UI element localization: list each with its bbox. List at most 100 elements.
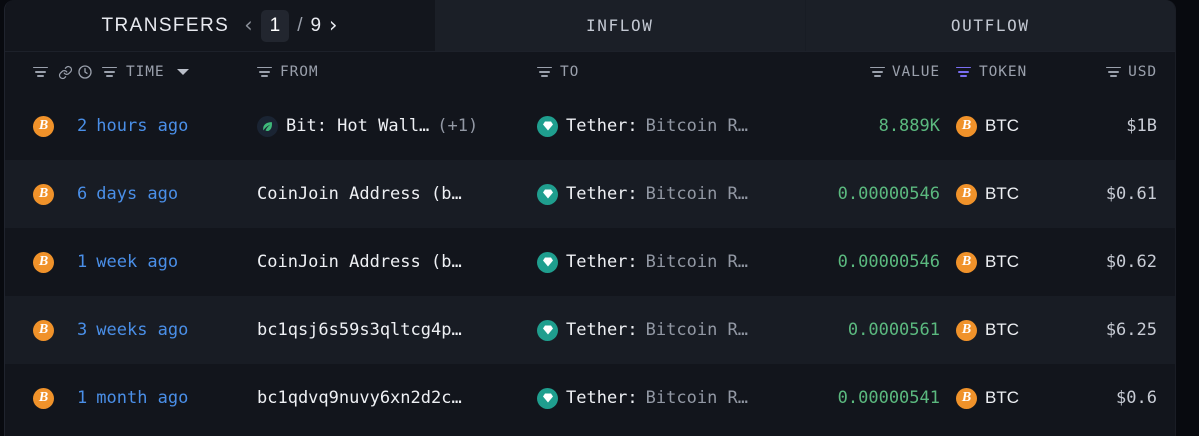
row-token-symbol: BTC (985, 252, 1019, 271)
row-token[interactable]: B BTC (940, 251, 1052, 273)
chain-filter-icon[interactable] (33, 66, 48, 79)
column-header-time[interactable]: TIME (77, 64, 257, 80)
pagination: ‹ 1 / 9 › (243, 9, 338, 42)
row-usd: $0.6 (1052, 388, 1157, 408)
time-sort-chevron-down-icon[interactable] (176, 69, 189, 75)
row-to[interactable]: Tether:Bitcoin R… (537, 319, 790, 341)
pagination-separator: / (297, 14, 303, 36)
pagination-current-page-input[interactable]: 1 (260, 9, 290, 42)
row-from-label: bc1qdvq9nuvy6xn2d2c… (257, 388, 462, 408)
row-from[interactable]: bc1qsj6s59s3qltcg4p… (257, 320, 537, 340)
row-chain[interactable]: B (33, 251, 77, 273)
bitcoin-icon: B (33, 319, 54, 341)
tab-transfers-label: TRANSFERS (101, 14, 230, 36)
row-chain[interactable]: B (33, 183, 77, 205)
row-to-label: Bitcoin R… (645, 252, 749, 272)
value-filter-icon[interactable] (869, 66, 885, 79)
column-header-usd-label: USD (1128, 64, 1157, 80)
bitcoin-icon: B (33, 251, 54, 273)
column-header-token[interactable]: TOKEN (940, 64, 1052, 80)
column-header-from[interactable]: FROM (257, 64, 537, 80)
from-filter-icon[interactable] (257, 66, 272, 79)
column-header-time-label: TIME (126, 64, 165, 80)
row-value-amount: 0.0000561 (847, 320, 940, 340)
tab-outflow-label: OUTFLOW (950, 16, 1030, 35)
row-from-label: Bit: Hot Wall… (286, 116, 430, 136)
tab-outflow[interactable]: OUTFLOW (804, 0, 1175, 51)
row-to[interactable]: Tether:Bitcoin R… (537, 115, 790, 137)
column-header-to[interactable]: TO (537, 64, 790, 80)
row-time-number: 2 (77, 116, 88, 136)
column-header-value-label: VALUE (891, 64, 940, 80)
row-time-unit: week ago (96, 252, 179, 272)
pagination-prev-chevron-left-icon[interactable]: ‹ (244, 13, 253, 37)
row-to-label: Bitcoin R… (645, 388, 749, 408)
pagination-next-chevron-right-icon[interactable]: › (329, 13, 338, 37)
column-header-value[interactable]: VALUE (790, 64, 940, 80)
row-from-label: CoinJoin Address (b… (257, 184, 462, 204)
tab-bar: TRANSFERS ‹ 1 / 9 › INFLOW OUTFLOW (5, 0, 1175, 52)
row-to[interactable]: Tether:Bitcoin R… (537, 251, 790, 273)
bitcoin-icon: B (33, 387, 54, 409)
row-time-unit: month ago (96, 388, 189, 408)
row-time-unit: weeks ago (96, 320, 189, 340)
row-from[interactable]: Bit: Hot Wall… (+1) (257, 115, 537, 137)
column-header-token-label: TOKEN (979, 64, 1028, 80)
pagination-total-pages: 9 (310, 14, 322, 36)
column-header-from-label: FROM (280, 64, 319, 80)
column-header-usd[interactable]: USD (1052, 64, 1157, 80)
row-from-label: CoinJoin Address (b… (257, 252, 462, 272)
to-filter-icon[interactable] (537, 66, 552, 79)
row-to-label: Bitcoin R… (645, 116, 749, 136)
bitcoin-icon: B (956, 251, 977, 273)
row-to-entity: Tether: (566, 388, 638, 408)
clock-icon (77, 64, 93, 80)
bitcoin-icon: B (956, 183, 977, 205)
row-to-entity: Tether: (566, 184, 638, 204)
row-time-number: 3 (77, 320, 88, 340)
column-header-row: TIME FROM TO VALUE TOKEN USD (5, 52, 1175, 92)
row-time-unit: days ago (96, 184, 179, 204)
row-value-amount: 0.00000546 (837, 184, 940, 204)
token-filter-icon[interactable] (956, 66, 971, 79)
row-value: 0.00000546 (790, 252, 940, 272)
row-usd: $1B (1052, 116, 1157, 136)
tab-inflow[interactable]: INFLOW (435, 0, 805, 51)
row-to[interactable]: Tether: Bitcoin R… (537, 387, 790, 409)
row-to[interactable]: Tether:Bitcoin R… (537, 183, 790, 205)
bitcoin-icon: B (956, 319, 977, 341)
row-chain[interactable]: B (33, 115, 77, 137)
table-row[interactable]: B 3 weeks ago bc1qsj6s59s3qltcg4p…Tether:Bi… (5, 296, 1175, 364)
time-filter-icon[interactable] (102, 66, 117, 79)
usd-filter-icon[interactable] (1106, 66, 1122, 79)
tab-transfers[interactable]: TRANSFERS ‹ 1 / 9 › (5, 0, 435, 51)
row-value: 0.00000546 (790, 184, 940, 204)
row-value-amount: 8.889K (878, 116, 940, 136)
row-value-amount: 0.00000546 (837, 252, 940, 272)
row-from[interactable]: CoinJoin Address (b… (257, 252, 537, 272)
row-usd: $0.61 (1052, 184, 1157, 204)
row-from[interactable]: bc1qdvq9nuvy6xn2d2c… (257, 388, 537, 408)
bitcoin-icon: B (956, 115, 977, 137)
row-time-unit: hours ago (96, 116, 189, 136)
link-icon[interactable] (58, 65, 73, 80)
row-value: 0.0000561 (790, 320, 940, 340)
row-chain[interactable]: B (33, 387, 77, 409)
row-chain[interactable]: B (33, 319, 77, 341)
row-from[interactable]: CoinJoin Address (b… (257, 184, 537, 204)
from-extra-count: (+1) (437, 116, 479, 136)
bitcoin-icon: B (33, 183, 54, 205)
leaf-icon (257, 115, 278, 137)
row-time: 3 weeks ago (77, 320, 257, 340)
row-usd: $0.62 (1052, 252, 1157, 272)
